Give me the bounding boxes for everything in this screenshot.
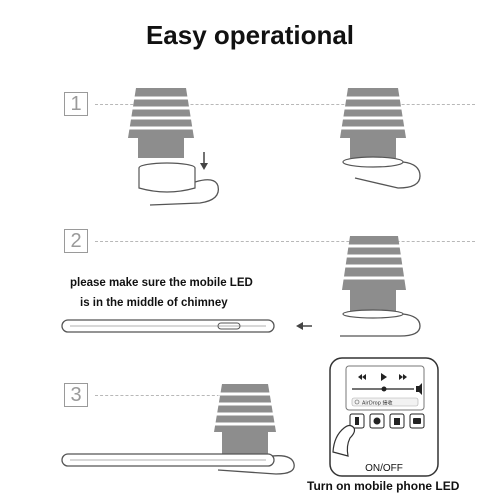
- media-controls: [358, 373, 407, 381]
- step-2-divider: [95, 241, 475, 242]
- step-number-3: 3: [64, 383, 88, 407]
- step-number-1: 1: [64, 92, 88, 116]
- left-arrow-icon: [296, 322, 312, 330]
- step-2-lamp: [340, 236, 421, 337]
- step-2-note-line-1: please make sure the mobile LED: [70, 277, 253, 289]
- step-2-note-line-2: is in the middle of chimney: [80, 297, 228, 309]
- down-arrow-icon: [200, 152, 208, 170]
- step-1-divider: [95, 104, 475, 105]
- page-title: Easy operational: [145, 20, 355, 50]
- finger-pointer-icon: [332, 424, 356, 457]
- step-1-lamp-shade-open: [128, 88, 194, 158]
- step-1-lamp-assembled: [340, 88, 421, 189]
- step-2-phone-side-view: [61, 319, 275, 333]
- step-3-caption: Turn on mobile phone LED: [307, 479, 460, 493]
- step-3-lamp: [214, 384, 276, 454]
- step-3-phone-side-view: [61, 453, 295, 475]
- step-number-2: 2: [64, 229, 88, 253]
- step-1-base-ring: [138, 162, 220, 206]
- volume-slider: [352, 383, 422, 395]
- step-3-divider: [95, 395, 225, 396]
- airdrop-label: AirDrop 接收: [362, 400, 392, 407]
- phone-control-center-panel: AirDrop 接收 ON/OFF: [329, 357, 439, 477]
- onoff-label: ON/OFF: [365, 463, 403, 474]
- quick-toggle-buttons: [349, 413, 425, 429]
